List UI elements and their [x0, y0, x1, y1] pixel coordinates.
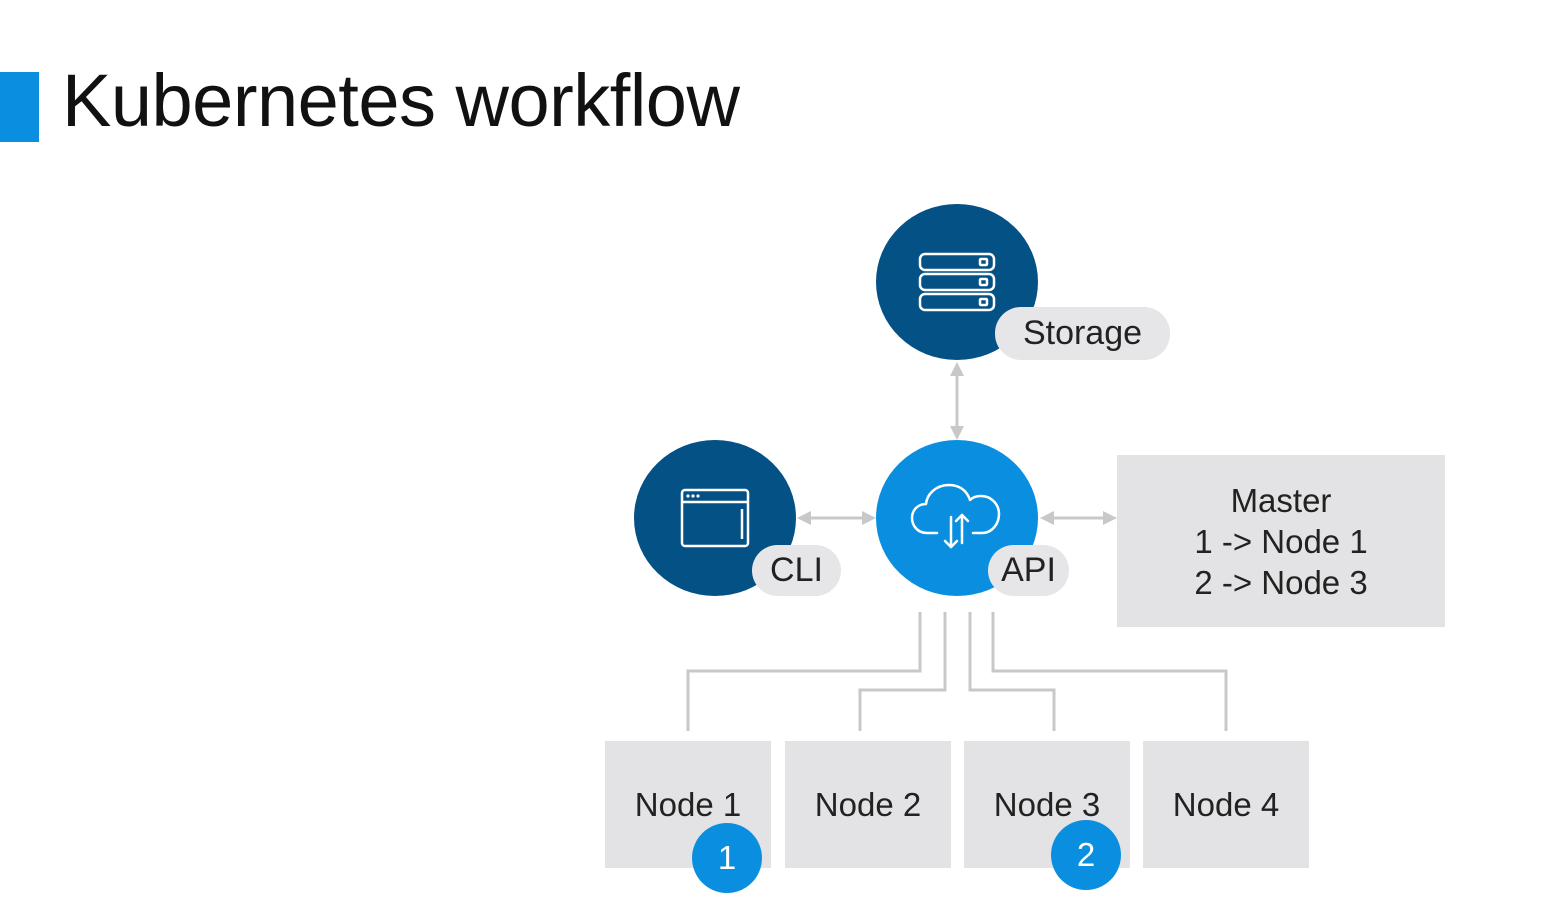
arrowhead-down — [950, 426, 964, 440]
master-box: Master 1 -> Node 1 2 -> Node 3 — [1117, 455, 1445, 627]
node-3-box: Node 3 — [964, 741, 1130, 868]
arrowhead-up — [950, 362, 964, 376]
api-node4-connector — [991, 612, 1228, 731]
api-node1-connector — [686, 612, 922, 731]
api-label: API — [988, 545, 1069, 596]
terminal-window-icon — [680, 488, 750, 548]
storage-label: Storage — [995, 307, 1170, 360]
step-badge-1: 1 — [692, 823, 762, 893]
cli-label: CLI — [752, 545, 841, 596]
cloud-sync-icon — [910, 483, 1001, 549]
node-4-box: Node 4 — [1143, 741, 1309, 868]
master-mapping-line: 2 -> Node 3 — [1194, 563, 1368, 601]
arrowhead-right — [862, 511, 876, 525]
arrowhead-left — [797, 511, 811, 525]
step-badge-2: 2 — [1051, 820, 1121, 890]
node-1-box: Node 1 — [605, 741, 771, 868]
master-heading: Master — [1230, 481, 1332, 519]
title-accent-bar — [0, 72, 39, 142]
api-node3-connector — [968, 612, 1056, 731]
master-mapping-line: 1 -> Node 1 — [1194, 522, 1368, 560]
api-node2-connector — [858, 612, 947, 731]
node-2-box: Node 2 — [785, 741, 951, 868]
arrowhead-right — [1103, 511, 1117, 525]
page-title: Kubernetes workflow — [62, 59, 740, 142]
server-stack-icon — [918, 252, 996, 312]
arrowhead-left — [1040, 511, 1054, 525]
